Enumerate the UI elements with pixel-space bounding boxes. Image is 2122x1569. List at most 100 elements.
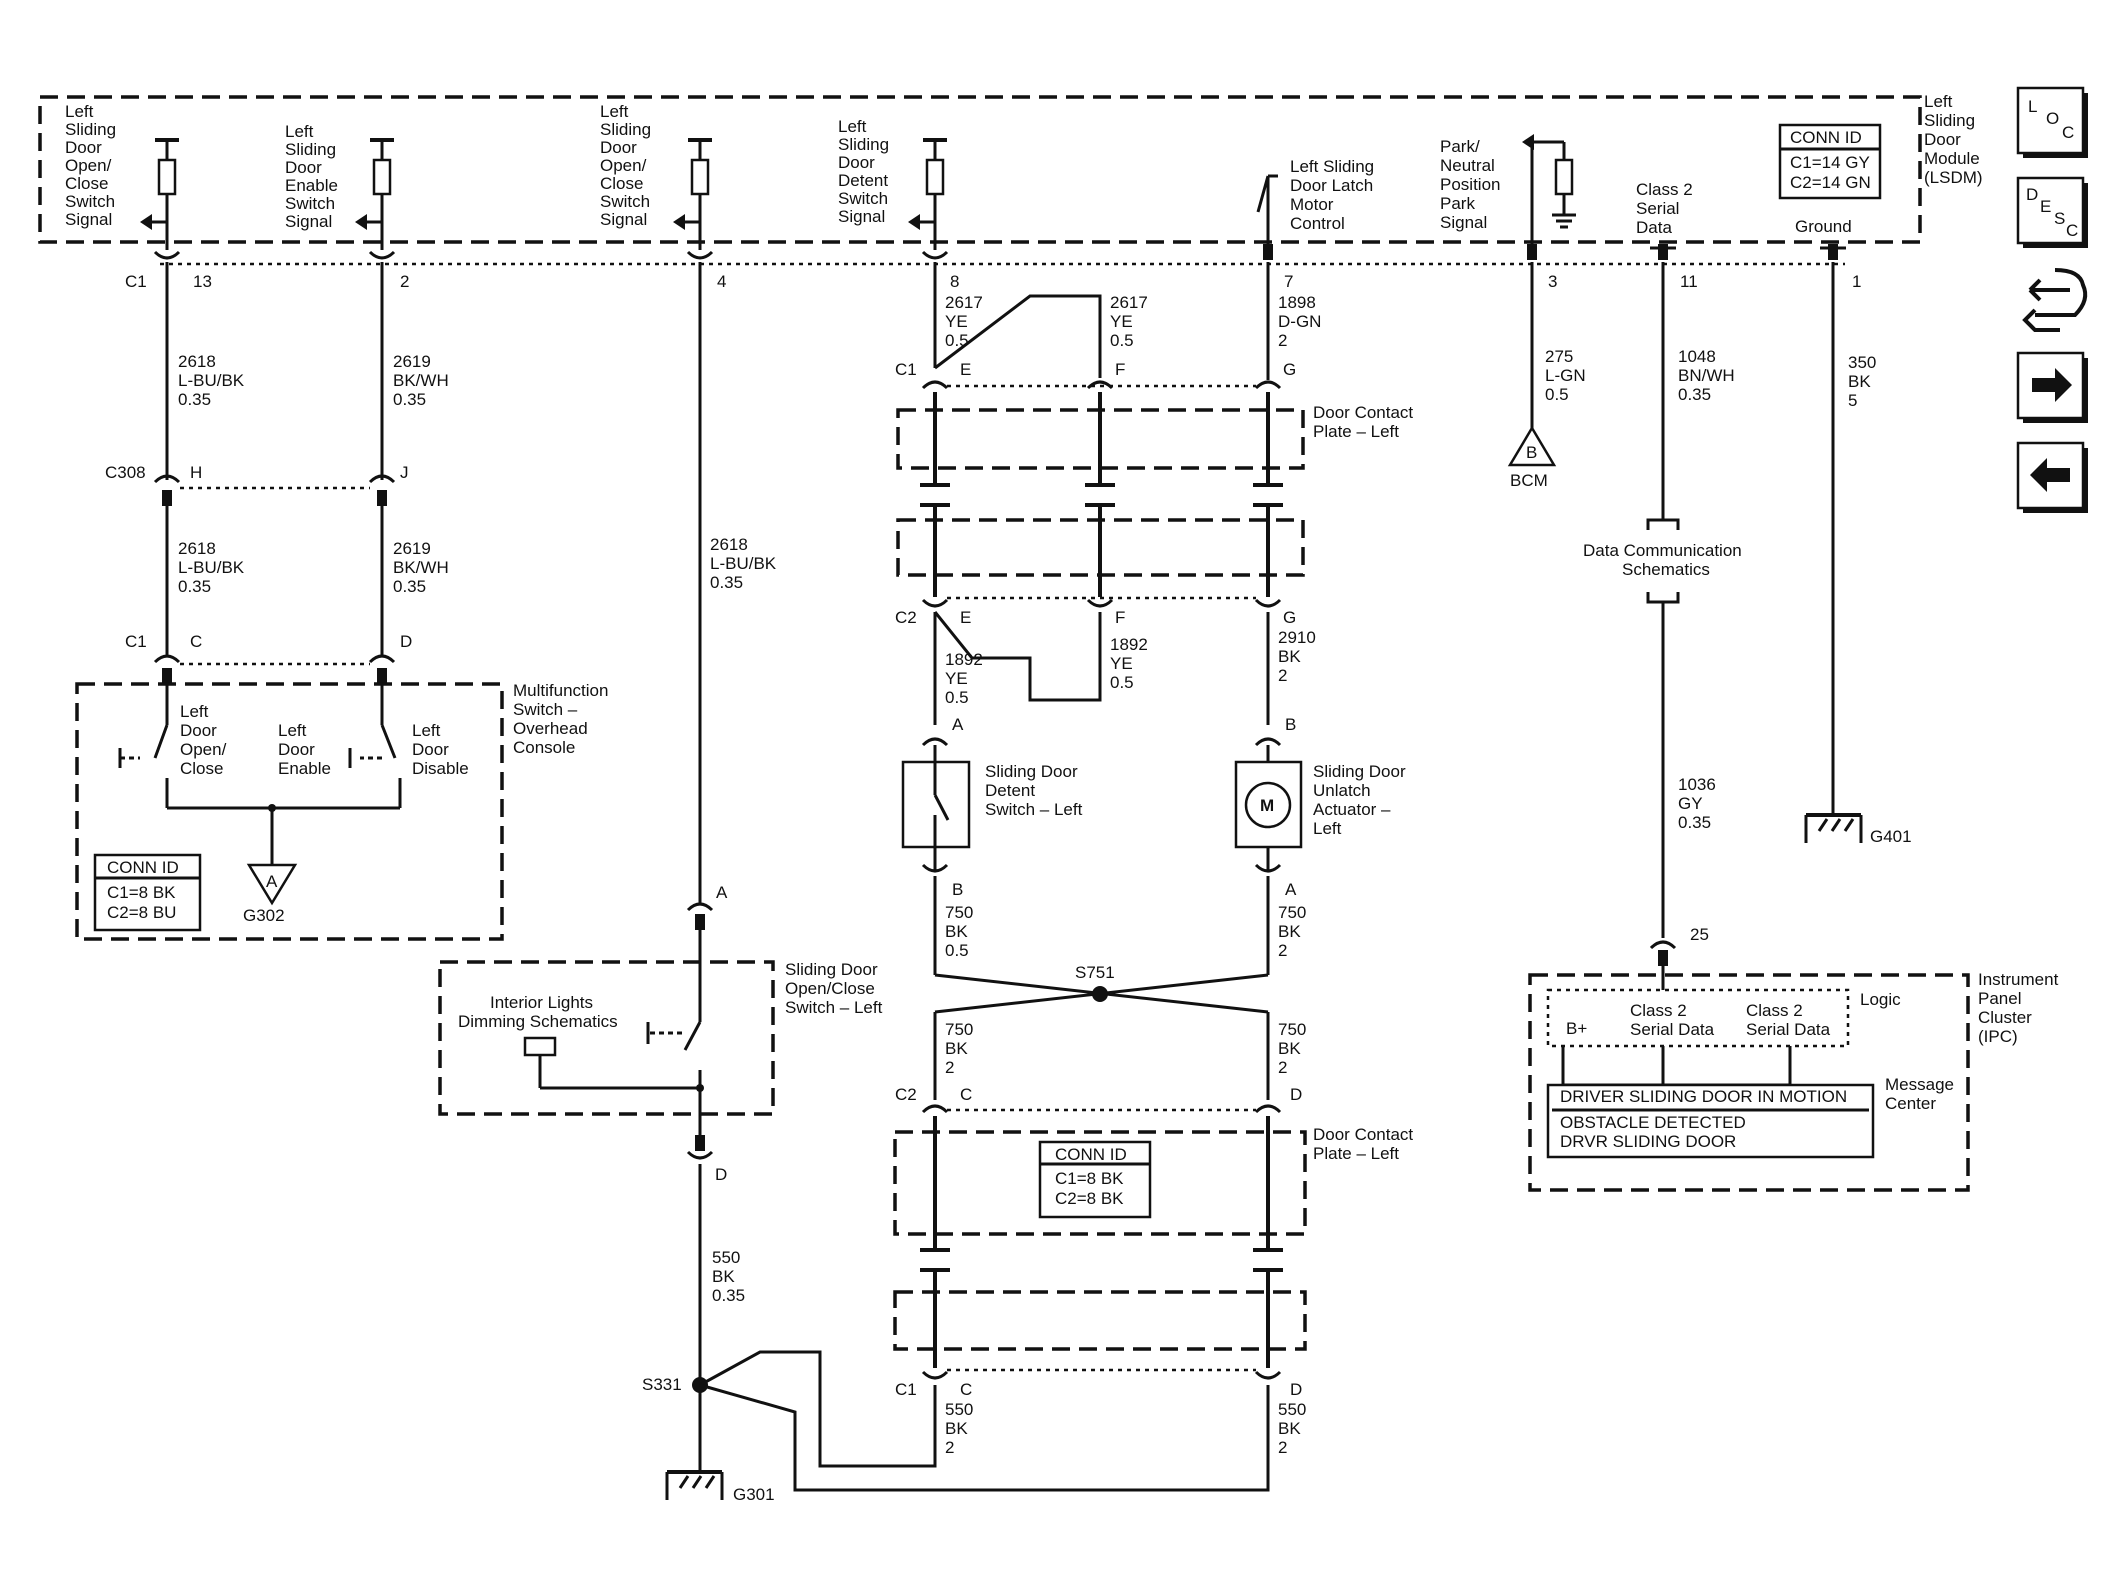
svg-text:Ground: Ground — [1795, 217, 1852, 236]
svg-text:G: G — [1283, 360, 1296, 379]
back-button[interactable] — [2016, 441, 2088, 513]
lsdm-pin-1: Ground 1 — [1795, 217, 1861, 291]
lsdm-pin-4: Left Sliding Door Open/ Close Switch Sig… — [600, 102, 726, 291]
bcm-label: BCM — [1510, 471, 1548, 490]
svg-text:Left Sliding D: Left Sliding Door Enable Switch Signal — [285, 122, 343, 231]
svg-text:2: 2 — [400, 272, 409, 291]
door-contact-plate-upper: 2617 YE 0.5 2617 YE 0.5 1898 D-GN 2 C1 E… — [895, 262, 1418, 725]
wire-1048-label: 1048 BN/WH 0.35 — [1678, 347, 1739, 404]
lsdm-pin-13: Left Sliding Door Open/ Close Switch Sig… — [65, 102, 212, 291]
connector-button[interactable] — [2022, 268, 2088, 332]
svg-text:H: H — [190, 463, 202, 482]
svg-text:M: M — [1260, 796, 1274, 815]
instrument-panel-cluster: Instrument Panel Cluster (IPC) Logic B+ … — [1528, 966, 2059, 1192]
svg-text:Left Sliding Door Latc: Left Sliding Door Latch Motor Control — [1290, 157, 1379, 233]
svg-text:G301: G301 — [733, 1485, 775, 1504]
wire-2618-2619-circuit: 2618 L-BU/BK 0.35 2619 BK/WH 0.35 C308 H… — [105, 262, 453, 684]
svg-text:CONN ID: CONN ID — [107, 858, 179, 877]
forward-button[interactable] — [2016, 351, 2088, 423]
motor-icon — [1244, 781, 1292, 829]
unlatch-actuator: B M A Sliding Door Unlatch Actuator – Le… — [1234, 715, 1406, 899]
mf-conn-id-box: CONN ID C1=8 BK C2=8 BU — [93, 853, 202, 932]
svg-text:C1=8 BK: C1=8 BK — [107, 883, 176, 902]
message-lines-2: OBSTACLE DETECTED DRVR SLIDING DOOR — [1560, 1113, 1751, 1151]
svg-text:Left Sliding D: Left Sliding Door Open/ Close Switch Sig… — [600, 102, 656, 229]
wire-1892-e-label: 1892 YE 0.5 — [945, 650, 988, 707]
splice-s751 — [1092, 986, 1108, 1002]
svg-text:L: L — [2028, 97, 2037, 116]
ref-a-label: A — [266, 872, 278, 891]
svg-text:Left Door Enable: Left Door Enable — [278, 721, 331, 778]
svg-text:Left Sliding D: Left Sliding Door Open/ Close Switch Sig… — [65, 102, 121, 229]
svg-text:1: 1 — [1852, 272, 1861, 291]
door-contact-plate-lower-label: Door Contact Plate – Left — [1313, 1125, 1418, 1163]
wire-550-d-label: 550 BK 2 — [1278, 1400, 1311, 1457]
door-contact-plate-upper-label: Door Contact Plate – Left — [1313, 403, 1418, 441]
openclose-switch-label: Sliding Door Open/Close Switch – Left — [785, 960, 883, 1017]
ground-g301: G301 — [665, 1470, 775, 1504]
lsdm-pin-7: Left Sliding Door Latch Motor Control 7 — [1256, 157, 1379, 291]
ref-a-triangle — [246, 863, 298, 906]
bcm-circuit: 275 L-GN 0.5 B BCM — [1507, 262, 1586, 490]
svg-text:13: 13 — [193, 272, 212, 291]
wire-2618-long-label: 2618 L-BU/BK 0.35 — [710, 535, 781, 592]
svg-text:25: 25 — [1690, 925, 1709, 944]
svg-text:Class 2 Serial Data: Class 2 Serial Data — [1630, 1001, 1715, 1039]
svg-text:E: E — [960, 360, 971, 379]
loc-button[interactable]: L O C — [2016, 86, 2088, 158]
lsdm-connector-label: C1 — [125, 272, 147, 291]
wire-750-a-label: 750 BK 2 — [1278, 903, 1311, 960]
svg-text:S: S — [2054, 209, 2065, 228]
svg-text:7: 7 — [1284, 272, 1293, 291]
svg-text:Left Sliding D: Left Sliding Door Detent Switch Signal — [838, 117, 894, 226]
class2-circuit: 1048 BN/WH 0.35 Data Communication Schem… — [1583, 262, 1742, 966]
svg-text:Left Door Open/: Left Door Open/ Close — [180, 702, 231, 778]
ref-b-label: B — [1526, 443, 1537, 462]
splice-s331-label: S331 — [642, 1375, 682, 1394]
lsdm-pin-3: Park/ Neutral Position Park Signal 3 — [1440, 134, 1576, 291]
svg-text:B+: B+ — [1566, 1019, 1587, 1038]
svg-text:C1=14 GY: C1=14 GY — [1790, 153, 1870, 172]
wire-1036-label: 1036 GY 0.35 — [1678, 775, 1721, 832]
svg-text:C1: C1 — [895, 360, 917, 379]
wire-2619-mid-label: 2619 BK/WH 0.35 — [393, 539, 453, 596]
svg-text:F: F — [1115, 360, 1125, 379]
svg-text:D: D — [1290, 1085, 1302, 1104]
desc-button[interactable]: D E S C — [2016, 176, 2088, 248]
connector-icon — [2022, 268, 2088, 332]
wire-1898-label: 1898 D-GN 2 — [1278, 293, 1326, 350]
svg-text:4: 4 — [717, 272, 726, 291]
lsdm-conn-id-box: CONN ID C1=14 GY C2=14 GN — [1778, 123, 1882, 200]
lsdm-outline — [38, 95, 1922, 244]
svg-text:8: 8 — [950, 272, 959, 291]
ground-g401-circuit: 350 BK 5 G401 — [1804, 262, 1912, 846]
interior-lights-label: Interior Lights Dimming Schematics — [458, 993, 618, 1031]
svg-text:C: C — [190, 632, 202, 651]
wire-2618-top-label: 2618 L-BU/BK 0.35 — [178, 352, 249, 409]
svg-text:E: E — [960, 608, 971, 627]
connector-c308: C308 H J — [105, 463, 409, 506]
svg-text:B: B — [1285, 715, 1296, 734]
wire-550-c-label: 550 BK 2 — [945, 1400, 978, 1457]
splice-s751-label: S751 — [1075, 963, 1115, 982]
svg-text:O: O — [2046, 109, 2059, 128]
svg-text:Park/ Neutral: Park/ Neutral Position Park Signal — [1440, 137, 1505, 232]
svg-text:C308: C308 — [105, 463, 146, 482]
wire-2618-long-circuit: 2618 L-BU/BK 0.35 A Sliding Door Open/Cl… — [438, 262, 1270, 1504]
svg-text:Class 2 Serial Data: Class 2 Serial Data — [1746, 1001, 1831, 1039]
wire-2910-label: 2910 BK 2 — [1278, 628, 1321, 685]
svg-text:J: J — [400, 463, 409, 482]
svg-text:C: C — [960, 1380, 972, 1399]
connector-c1-multifunction: C1 C D — [125, 632, 412, 684]
svg-text:C1: C1 — [895, 1380, 917, 1399]
svg-text:Class 2 Serial: Class 2 Serial Data — [1636, 180, 1697, 237]
svg-text:C2=8 BU: C2=8 BU — [107, 903, 176, 922]
svg-text:C: C — [2062, 123, 2074, 142]
svg-text:D: D — [2026, 185, 2038, 204]
wire-350-label: 350 BK 5 — [1848, 353, 1881, 410]
message-center-label: Message Center — [1885, 1075, 1959, 1113]
splice-s751-circuit: 750 BK 0.5 750 BK 2 S751 750 BK 2 750 BK… — [933, 876, 1311, 1100]
svg-text:A: A — [1285, 880, 1297, 899]
svg-text:C: C — [960, 1085, 972, 1104]
